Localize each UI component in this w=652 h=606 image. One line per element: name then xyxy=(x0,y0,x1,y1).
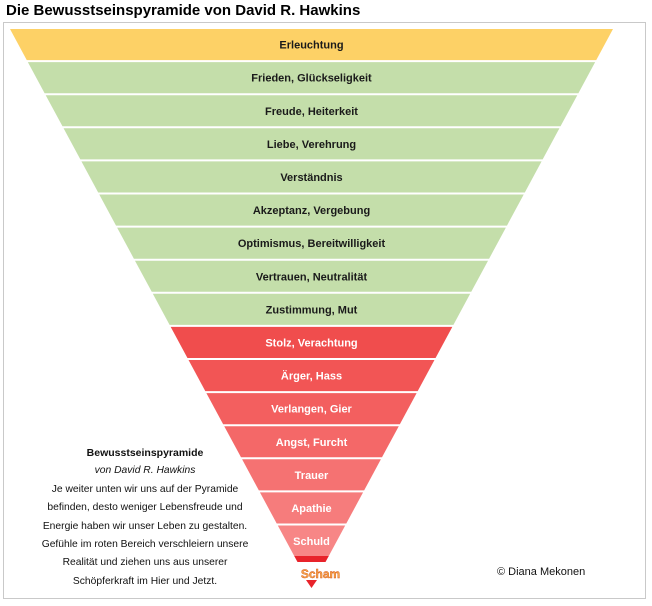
pyramid-level xyxy=(117,227,506,259)
info-heading: Bewusstseinspyramide xyxy=(86,447,204,459)
info-author: von David R. Hawkins xyxy=(94,465,196,477)
pyramid-level-label: Schuld xyxy=(293,536,330,548)
pyramid-level-label: Freude, Heiterkeit xyxy=(265,106,358,118)
pyramid-level-label: Ärger, Hass xyxy=(281,370,342,383)
pyramid-level xyxy=(206,393,417,425)
pyramid-level xyxy=(188,360,435,392)
pyramid-level xyxy=(134,260,489,292)
pyramid-level xyxy=(81,161,542,193)
pyramid-level-label: Verlangen, Gier xyxy=(271,404,352,416)
pyramid-level-label: Stolz, Verachtung xyxy=(265,337,357,349)
pyramid-level xyxy=(99,194,524,226)
info-line: befinden, desto weniger Lebensfreude und xyxy=(47,502,243,514)
pyramid-level xyxy=(45,95,578,127)
info-text-block: Bewusstseinspyramide von David R. Hawkin… xyxy=(16,444,274,591)
page-title: Die Bewusstseinspyramide von David R. Ha… xyxy=(6,2,361,19)
pyramid-level xyxy=(10,29,613,61)
pyramid-level-label: Optimismus, Bereitwilligkeit xyxy=(238,238,386,250)
pyramid-level xyxy=(63,128,560,160)
pyramid-level xyxy=(170,326,453,358)
pyramid-level xyxy=(224,426,399,458)
pyramid-level-label: Zustimmung, Mut xyxy=(266,304,358,316)
pyramid-level-label: Akzeptanz, Vergebung xyxy=(253,205,370,217)
pyramid-level-label: Erleuchtung xyxy=(279,40,343,52)
info-line: Schöpferkraft im Hier und Jetzt. xyxy=(72,575,218,587)
pyramid-level xyxy=(27,62,596,94)
info-line: Je weiter unten wir uns auf der Pyramide xyxy=(51,483,239,495)
pyramid-level-label: Angst, Furcht xyxy=(276,437,348,449)
pyramid-tip xyxy=(306,580,317,588)
pyramid-level-label: Verständnis xyxy=(280,172,342,184)
info-line: Energie haben wir unser Leben zu gestalt… xyxy=(42,520,248,532)
pyramid-level-label: Trauer xyxy=(295,470,329,482)
pyramid-level xyxy=(259,492,364,524)
copyright-text: © Diana Mekonen xyxy=(497,566,586,578)
pyramid-level xyxy=(152,293,471,325)
info-line: Gefühle im roten Bereich verschleiern un… xyxy=(41,539,249,551)
info-line: Realität und ziehen uns aus unserer xyxy=(62,557,228,569)
pyramid-level-label: Liebe, Verehrung xyxy=(267,139,356,151)
pyramid-level-label: Vertrauen, Neutralität xyxy=(256,271,368,283)
pyramid-level-label: Frieden, Glückseligkeit xyxy=(251,73,372,85)
pyramid-level-scham-band xyxy=(294,556,329,562)
pyramid-level xyxy=(277,525,346,557)
pyramid-level xyxy=(242,459,381,491)
pyramid-level-label: Apathie xyxy=(291,503,331,515)
diagram-frame xyxy=(3,22,646,599)
pyramid-level-label: Scham xyxy=(301,567,340,581)
